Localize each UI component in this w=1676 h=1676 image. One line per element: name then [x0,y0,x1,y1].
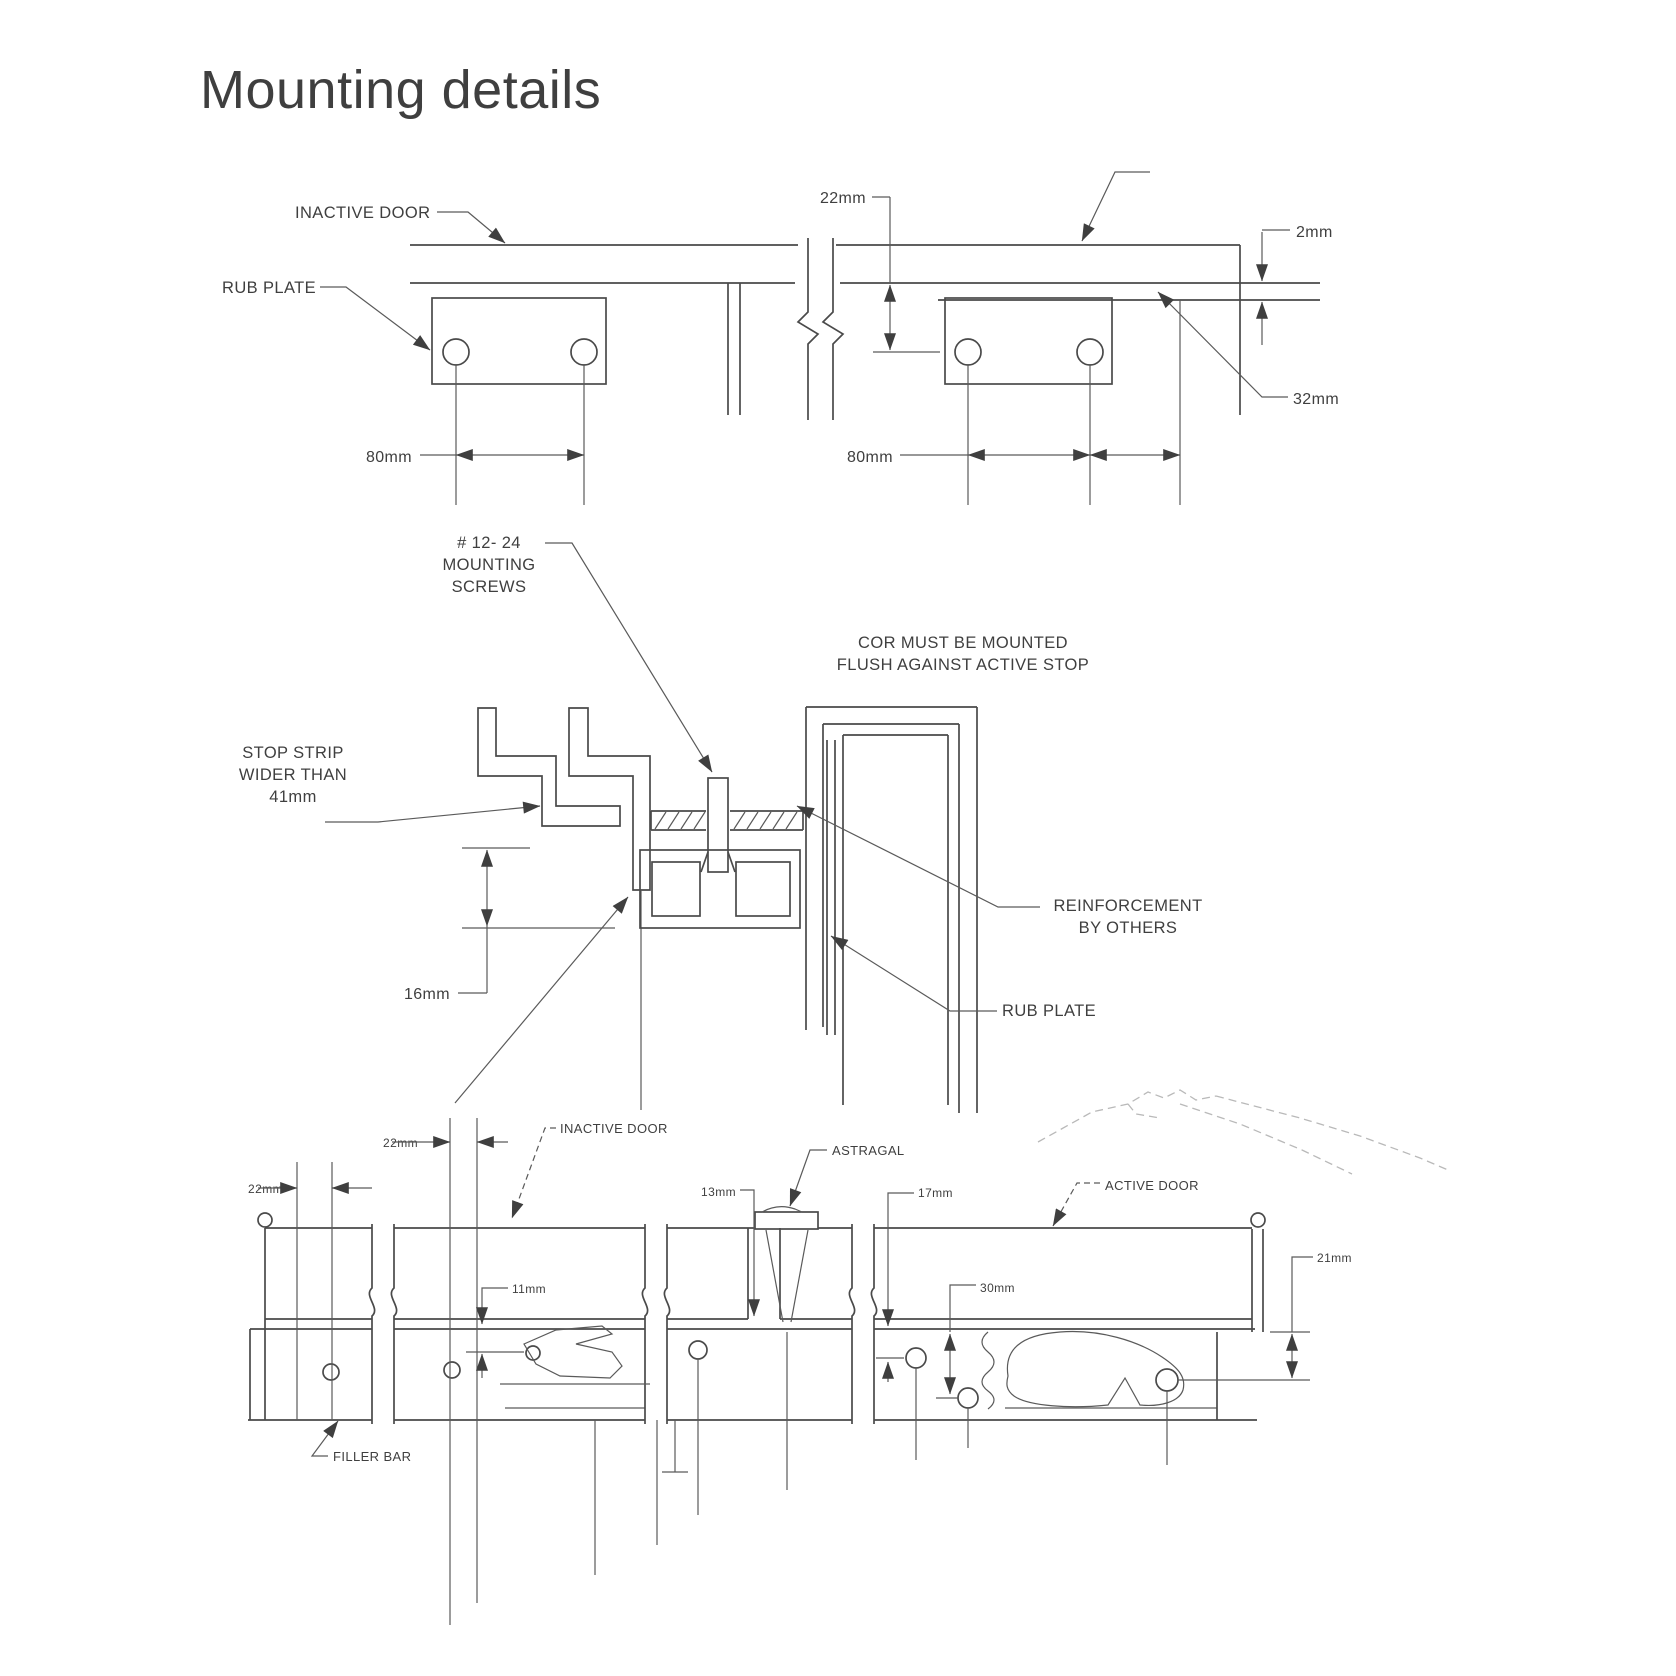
leader-line [454,896,629,1104]
cam-pivot-hole [1155,1368,1179,1392]
page-title: Mounting details [200,60,601,120]
bottom-diagram-door-plan: 22mm 22mm 13mm 17mm 11mm 30mm 21mm INACT… [248,1089,1449,1625]
inactive-door-label: INACTIVE DOOR [295,204,430,222]
dim-32-label: 32mm [1293,391,1339,408]
screw-hole [1076,338,1104,366]
dim-21-label: 21mm [1317,1251,1352,1265]
fastener-hole [322,1363,340,1381]
meeting-stile-edges [747,1228,781,1319]
leader-line [1081,171,1150,242]
dim-21-bracket [1270,1256,1313,1333]
rub-plate-right [944,297,1113,385]
dim-80-left-label: 80mm [366,449,412,466]
dim-13-label: 13mm [701,1185,736,1199]
dim-16-bracket [458,847,615,994]
break-symbol [796,238,845,420]
mounting-screw [707,777,729,873]
mounting-screws-leader [545,542,713,773]
inactive-door-label: INACTIVE DOOR [560,1121,668,1136]
astragal-cap [761,1206,803,1213]
door-end-edges [249,1228,1264,1420]
sketch-artifact [1037,1089,1217,1143]
door-corner-pin [257,1212,273,1228]
rub-plate-label: RUB PLATE [222,279,316,297]
latch-lever [523,1325,623,1379]
rub-plate-section [826,740,836,1035]
meeting-stile-lines [727,283,741,415]
fastener-hole [688,1340,708,1360]
screw-hole [954,338,982,366]
break-symbols [368,1224,878,1424]
device-cavity-left [651,861,701,917]
dim-11-bracket [476,1287,508,1325]
screw-hole [442,338,470,366]
extension-stems [296,1118,1168,1625]
stop-strip-label-line3: 41mm [269,788,316,806]
stop-strip-leader [325,801,541,823]
active-door-leader [1052,1182,1100,1227]
dim-13-bracket [740,1189,760,1317]
dim-32-leader [1157,291,1288,398]
screw-flare [700,851,736,873]
dim-22-top-label: 22mm [383,1136,418,1150]
dimension-extension-lines [455,300,1181,505]
filler-bar-label: FILLER BAR [333,1449,411,1464]
sketch-artifact [1179,1103,1353,1175]
dim-17-bracket [882,1192,914,1327]
rub-plate-left [431,297,607,385]
cor-note-line2: FLUSH AGAINST ACTIVE STOP [837,656,1089,674]
fastener-hole [957,1387,979,1409]
latch-cam [1006,1330,1185,1408]
rub-plate-leader [320,286,431,351]
stop-strip-profile-left [477,707,621,827]
dim-22-left-label: 22mm [248,1182,283,1196]
dim-22-label: 22mm [820,190,866,207]
device-cavity-right [735,861,791,917]
active-stop-profile [805,706,978,1113]
active-door-label: ACTIVE DOOR [1105,1178,1199,1193]
door-corner-pin [1250,1212,1266,1228]
dim-30-bracket [936,1284,976,1399]
dim-11-label: 11mm [512,1282,546,1296]
dim-16-label: 16mm [404,986,450,1003]
screw-hole [570,338,598,366]
mounting-screws-label-line1: # 12- 24 [457,534,521,552]
fastener-hole [443,1361,461,1379]
astragal-block [754,1211,819,1230]
dim-22-bracket [872,196,940,353]
door-edge-profile [568,707,651,891]
rub-plate-label: RUB PLATE [1002,1002,1096,1020]
spring-squiggle [981,1331,995,1410]
active-door-section [842,734,949,1105]
dim-2-label: 2mm [1296,224,1333,241]
dim-80-right-label: 80mm [847,449,893,466]
reinforcement-label-line1: REINFORCEMENT [1053,897,1202,915]
stop-strip-label-line2: WIDER THAN [239,766,347,784]
sketch-artifact [1215,1095,1449,1171]
astragal-leader [789,1149,827,1207]
dim-17-label: 17mm [918,1186,953,1200]
dim-30-label: 30mm [980,1281,1015,1295]
middle-diagram-cor-section: 16mm # 12- 24 MOUNTING SCREWS COR MUST B… [239,534,1202,1113]
inactive-door-leader [511,1127,556,1219]
mounting-screws-label-line2: MOUNTING [442,556,535,574]
stop-strip-label-line1: STOP STRIP [242,744,344,762]
cor-note-line1: COR MUST BE MOUNTED [858,634,1068,652]
astragal-taper [765,1229,809,1323]
top-diagram-rub-plate-layout: 80mm 80mm 22mm 2mm 32mm INACTIVE DOOR RU… [222,171,1339,505]
rub-plate-leader [830,935,997,1012]
mounting-screws-label-line3: SCREWS [452,578,527,596]
hatch-lines [654,811,798,830]
reinforcement-label-line2: BY OTHERS [1079,919,1178,937]
fastener-hole [905,1347,927,1369]
cor-mounting-plate [650,810,804,831]
sketch-artifact [1127,1103,1161,1119]
inactive-door-leader [437,211,506,244]
astragal-label: ASTRAGAL [832,1143,905,1158]
reinforcement-leader [796,805,1040,908]
cor-device-body [639,849,801,929]
filler-bar-leader [310,1420,339,1457]
